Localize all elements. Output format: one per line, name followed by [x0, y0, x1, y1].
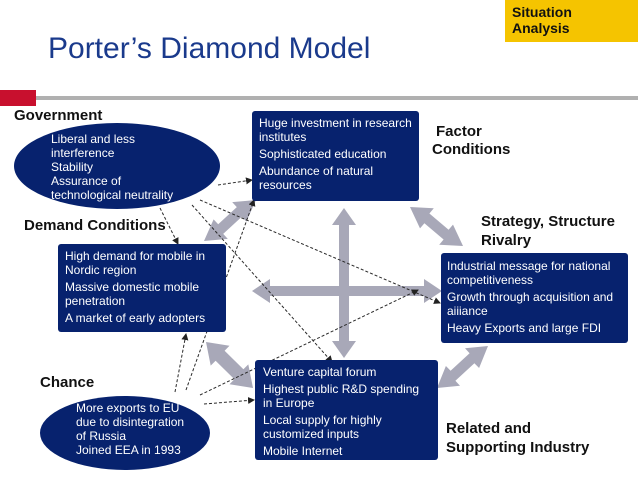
factor-item: Huge investment in research institutes [259, 116, 412, 144]
chance-item: of Russia [76, 429, 127, 443]
arrow-vertical [332, 208, 356, 358]
government-item: Stability [51, 160, 94, 174]
section-tag: Situation Analysis [505, 0, 638, 42]
strategy-heading-line2: Rivalry [481, 232, 532, 249]
dashed-chance-related [203, 396, 255, 405]
dashed-gov-related [191, 204, 333, 363]
government-item: Assurance of [51, 174, 122, 188]
related-item: Venture capital forum [263, 365, 377, 379]
government-heading: Government [14, 107, 103, 124]
red-accent-bar [0, 90, 36, 106]
arrow-factor-strategy [410, 207, 463, 246]
factor-item: Abundance of natural resources [259, 164, 374, 192]
section-tag-line1: Situation [512, 4, 572, 20]
government-item: technological neutrality [51, 188, 174, 202]
related-item: Mobile Internet [263, 444, 343, 458]
chance-item: More exports to EU [76, 401, 180, 415]
strategy-item: Industrial message for national competit… [447, 259, 611, 287]
strategy-box: Industrial message for national competit… [441, 253, 628, 343]
government-item: interference [51, 146, 115, 160]
section-tag-line2: Analysis [512, 20, 570, 36]
demand-item: A market of early adopters [65, 311, 206, 325]
factor-heading-line2: Conditions [432, 141, 511, 158]
dashed-gov-factor [217, 177, 253, 186]
dashed-chance-strategy [199, 289, 419, 396]
demand-conditions-box: High demand for mobile in Nordic region … [58, 244, 226, 332]
chance-item: Joined EEA in 1993 [76, 443, 181, 457]
government-ellipse: Liberal and less interference Stability … [14, 123, 220, 209]
related-item: Highest public R&D spending in Europe [263, 382, 420, 410]
strategy-item: Heavy Exports and large FDI [447, 321, 602, 335]
arrow-strategy-related [437, 346, 488, 388]
chance-item: due to disintegration [76, 415, 185, 429]
factor-heading-line1: Factor [436, 123, 482, 140]
arrow-factor-demand [204, 200, 256, 241]
related-industry-box: Venture capital forum Highest public R&D… [255, 360, 438, 460]
chance-heading: Chance [40, 374, 95, 391]
arrow-demand-related [206, 342, 253, 388]
dashed-gov-demand [159, 207, 179, 245]
related-item: Local supply for highly customized input… [263, 413, 382, 441]
dashed-gov-strategy [199, 199, 441, 304]
factor-item: Sophisticated education [259, 147, 387, 161]
strategy-heading-line1: Strategy, Structure [481, 213, 615, 230]
dashed-chance-demand [174, 333, 189, 393]
related-heading-line1: Related and [446, 420, 532, 437]
chance-ellipse: More exports to EU due to disintegration… [40, 396, 210, 470]
strategy-item: Growth through acquisition and aiiiance [447, 290, 614, 318]
demand-item: High demand for mobile in Nordic region [65, 249, 206, 277]
demand-item: Massive domestic mobile penetration [65, 280, 200, 308]
government-item: Liberal and less [51, 132, 136, 146]
page-title: Porter’s Diamond Model [48, 32, 371, 65]
gray-divider [36, 96, 638, 100]
factor-conditions-box: Huge investment in research institutes S… [252, 111, 419, 201]
demand-heading: Demand Conditions [24, 217, 166, 234]
arrow-horizontal [252, 279, 442, 303]
related-heading-line2: Supporting Industry [446, 439, 590, 456]
